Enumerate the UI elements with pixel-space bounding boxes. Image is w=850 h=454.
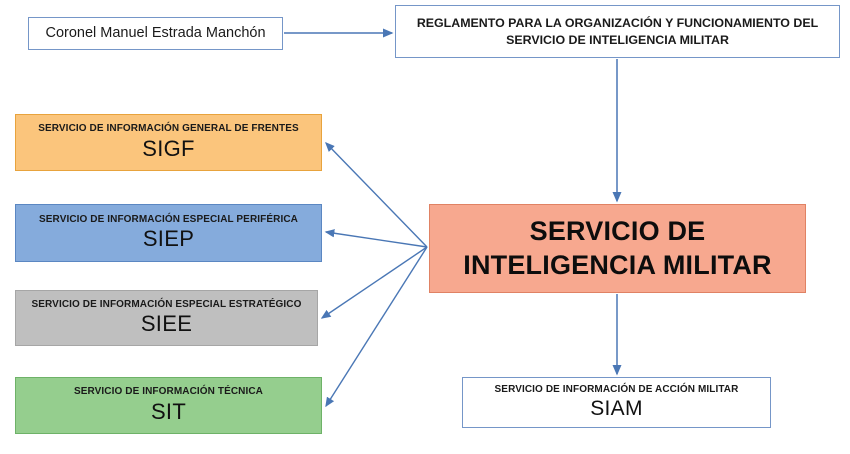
node-sit: SERVICIO DE INFORMACIÓN TÉCNICA SIT <box>15 377 322 434</box>
arrow-sim-to-sit <box>325 246 428 408</box>
node-siep: SERVICIO DE INFORMACIÓN ESPECIAL PERIFÉR… <box>15 204 322 262</box>
node-siep-acronym: SIEP <box>142 226 195 252</box>
node-siee-acronym: SIEE <box>140 311 193 337</box>
arrow-sim-to-sigf <box>325 141 428 248</box>
node-siam: SERVICIO DE INFORMACIÓN DE ACCIÓN MILITA… <box>462 377 771 428</box>
node-coronel-label: Coronel Manuel Estrada Manchón <box>45 24 266 41</box>
node-sigf-acronym: SIGF <box>142 135 195 161</box>
node-sigf: SERVICIO DE INFORMACIÓN GENERAL DE FRENT… <box>15 114 322 171</box>
node-sit-acronym: SIT <box>150 398 187 424</box>
node-siam-acronym: SIAM <box>590 396 643 420</box>
node-reglamento: REGLAMENTO PARA LA ORGANIZACIÓN Y FUNCIO… <box>395 5 840 58</box>
node-coronel-manuel-estrada-manchon: Coronel Manuel Estrada Manchón <box>28 17 283 50</box>
node-sigf-subtitle: SERVICIO DE INFORMACIÓN GENERAL DE FRENT… <box>38 123 299 135</box>
arrow-sim-to-siep <box>324 229 428 248</box>
node-siee: SERVICIO DE INFORMACIÓN ESPECIAL ESTRATÉ… <box>15 290 318 346</box>
node-servicio-de-inteligencia-militar: SERVICIO DE INTELIGENCIA MILITAR <box>429 204 806 293</box>
node-siam-subtitle: SERVICIO DE INFORMACIÓN DE ACCIÓN MILITA… <box>494 383 739 395</box>
node-reglamento-label: REGLAMENTO PARA LA ORGANIZACIÓN Y FUNCIO… <box>416 15 819 47</box>
arrow-sim-to-siee <box>320 246 428 319</box>
node-sit-subtitle: SERVICIO DE INFORMACIÓN TÉCNICA <box>73 386 264 398</box>
node-siep-subtitle: SERVICIO DE INFORMACIÓN ESPECIAL PERIFÉR… <box>39 213 298 225</box>
node-siee-subtitle: SERVICIO DE INFORMACIÓN ESPECIAL ESTRATÉ… <box>31 298 302 310</box>
node-sim-label: SERVICIO DE INTELIGENCIA MILITAR <box>463 216 772 280</box>
